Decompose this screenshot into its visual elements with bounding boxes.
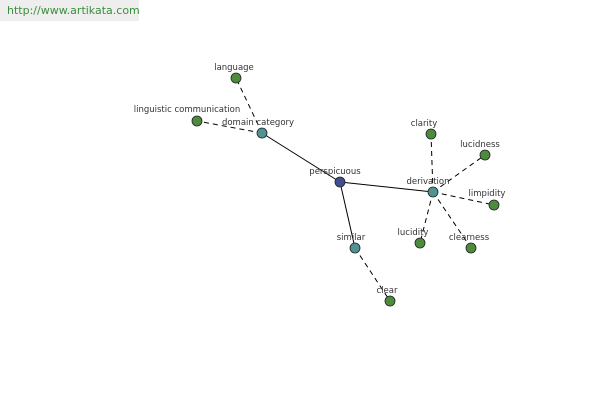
node-dot-lucidness[interactable] bbox=[479, 149, 491, 161]
node-lucidness[interactable]: lucidness bbox=[460, 140, 500, 161]
edge-perspicuous-to-derivation bbox=[339, 181, 434, 193]
node-dot-lucidity[interactable] bbox=[414, 237, 426, 249]
edge-perspicuous-to-domain-category bbox=[261, 132, 341, 183]
edge-derivation-to-clearness bbox=[432, 191, 472, 249]
node-domain-category[interactable]: domain category bbox=[222, 118, 294, 139]
node-clear[interactable]: clear bbox=[377, 286, 398, 307]
node-label-language[interactable]: language bbox=[214, 63, 254, 73]
node-linguistic-communication[interactable]: linguistic communication bbox=[134, 105, 241, 127]
node-label-lucidness[interactable]: lucidness bbox=[460, 140, 500, 150]
edges-layer bbox=[196, 77, 495, 302]
node-limpidity[interactable]: limpidity bbox=[469, 189, 506, 211]
edge-domain-category-to-language bbox=[235, 77, 263, 134]
node-label-clearness[interactable]: clearness bbox=[449, 233, 490, 243]
node-label-limpidity[interactable]: limpidity bbox=[469, 189, 506, 199]
edge-derivation-to-clarity bbox=[430, 133, 434, 193]
edge-similar-to-clear bbox=[354, 247, 391, 302]
edge-domain-category-to-linguistic-communication bbox=[196, 120, 263, 134]
node-label-lucidity[interactable]: lucidity bbox=[398, 228, 429, 238]
nodes-layer: perspicuous domain category derivation simi… bbox=[134, 63, 506, 307]
node-label-clear[interactable]: clear bbox=[377, 286, 398, 296]
node-label-perspicuous[interactable]: perspicuous bbox=[309, 167, 361, 177]
node-clearness[interactable]: clearness bbox=[449, 233, 490, 254]
node-similar[interactable]: similar bbox=[337, 233, 366, 254]
node-label-similar[interactable]: similar bbox=[337, 233, 366, 243]
node-lucidity[interactable]: lucidity bbox=[398, 228, 429, 249]
node-derivation[interactable]: derivation bbox=[406, 177, 450, 198]
node-dot-linguistic-communication[interactable] bbox=[191, 115, 203, 127]
node-label-clarity[interactable]: clarity bbox=[411, 119, 437, 129]
node-dot-clearness[interactable] bbox=[465, 242, 477, 254]
node-dot-derivation[interactable] bbox=[427, 186, 439, 198]
node-dot-perspicuous[interactable] bbox=[334, 176, 346, 188]
node-dot-language[interactable] bbox=[230, 72, 242, 84]
node-dot-limpidity[interactable] bbox=[488, 199, 500, 211]
node-language[interactable]: language bbox=[214, 63, 254, 84]
node-perspicuous[interactable]: perspicuous bbox=[309, 167, 361, 188]
node-dot-clarity[interactable] bbox=[425, 128, 437, 140]
node-label-domain-category[interactable]: domain category bbox=[222, 118, 294, 128]
node-label-linguistic-communication[interactable]: linguistic communication bbox=[134, 105, 241, 115]
node-dot-similar[interactable] bbox=[349, 242, 361, 254]
node-clarity[interactable]: clarity bbox=[411, 119, 437, 140]
node-label-derivation[interactable]: derivation bbox=[406, 177, 449, 187]
edge-derivation-to-lucidness bbox=[432, 154, 486, 193]
site-url-banner[interactable]: http://www.artikata.com bbox=[0, 0, 140, 21]
node-dot-domain-category[interactable] bbox=[256, 127, 268, 139]
node-dot-clear[interactable] bbox=[384, 295, 396, 307]
edge-perspicuous-to-similar bbox=[339, 181, 356, 249]
edge-derivation-to-limpidity bbox=[432, 191, 495, 206]
